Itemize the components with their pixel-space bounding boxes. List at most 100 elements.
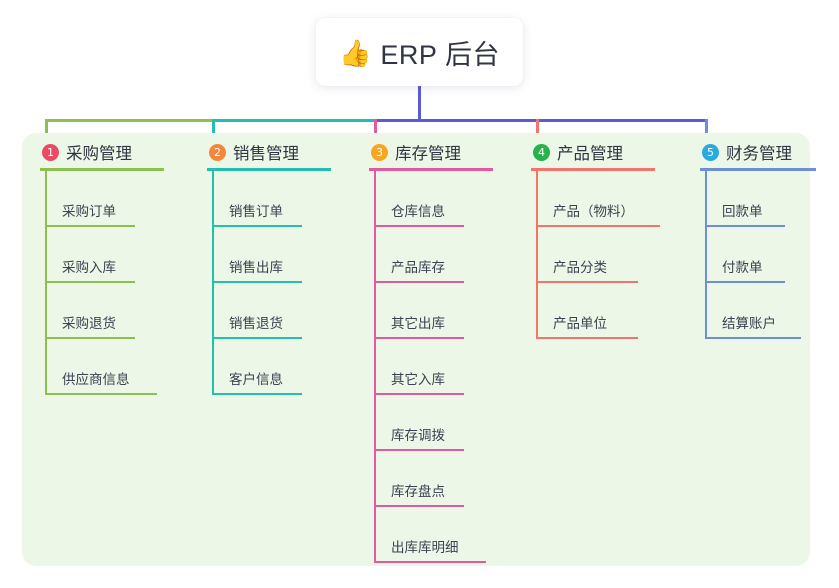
leaf-node-label: 其它出库: [391, 316, 445, 331]
leaf-node-label: 产品分类: [553, 260, 607, 275]
leaf-node-rule: [374, 393, 464, 395]
leaf-node[interactable]: 产品分类: [531, 227, 655, 283]
branch-panel: 1 采购管理采购订单采购入库采购退货供应商信息 2 销售管理销售订单销售出库销售退货客…: [22, 133, 816, 566]
branch-column: 5 财务管理回款单付款单结算账户: [700, 133, 816, 339]
root-trunk-connector: [418, 86, 421, 122]
branch-column: 1 采购管理采购订单采购入库采购退货供应商信息: [40, 133, 164, 395]
branch-title: 采购管理: [66, 145, 132, 163]
branch-header-rule: [207, 168, 331, 171]
leaf-node[interactable]: 其它出库: [369, 283, 493, 339]
bus-segment: [212, 119, 377, 122]
branch-spine: [45, 171, 47, 395]
leaf-node-rule: [45, 225, 135, 227]
leaf-node[interactable]: 库存调拨: [369, 395, 493, 451]
leaf-node-rule: [45, 393, 157, 395]
leaf-node[interactable]: 仓库信息: [369, 171, 493, 227]
leaf-node-label: 采购退货: [62, 316, 116, 331]
branch-index-badge: 5: [702, 143, 719, 161]
leaf-node[interactable]: 采购退货: [40, 283, 164, 339]
leaf-node[interactable]: 产品（物料）: [531, 171, 660, 227]
branch-items: 仓库信息产品库存其它出库其它入库库存调拨库存盘点出库库明细: [369, 171, 493, 563]
branch-spine: [536, 171, 538, 339]
branch-index-badge: 3: [371, 143, 388, 161]
leaf-node-label: 客户信息: [229, 372, 283, 387]
leaf-node-rule: [212, 281, 302, 283]
leaf-node-rule: [705, 337, 801, 339]
leaf-node-rule: [536, 225, 660, 227]
leaf-node-rule: [705, 225, 785, 227]
branch-header[interactable]: 4 产品管理: [531, 133, 655, 171]
branch-items: 产品（物料） 产品分类产品单位: [531, 171, 660, 339]
bus-segment: [45, 119, 215, 122]
leaf-node[interactable]: 库存盘点: [369, 451, 493, 507]
leaf-node-label: 供应商信息: [62, 372, 130, 387]
leaf-node[interactable]: 出库库明细: [369, 507, 493, 563]
branch-header-rule: [531, 168, 655, 171]
leaf-node-label: 产品（物料）: [553, 204, 634, 219]
branch-title: 库存管理: [395, 145, 461, 163]
leaf-node-rule: [212, 393, 302, 395]
branch-title: 财务管理: [726, 145, 792, 163]
root-node-title: ERP 后台: [380, 39, 500, 70]
branch-column: 2 销售管理销售订单销售出库销售退货客户信息: [207, 133, 331, 395]
leaf-node-label: 仓库信息: [391, 204, 445, 219]
leaf-node-label: 出库库明细: [391, 540, 459, 555]
bus-segment: [536, 119, 708, 122]
branch-title: 产品管理: [557, 145, 623, 163]
branch-spine: [374, 171, 376, 563]
branch-column: 4 产品管理产品（物料） 产品分类产品单位: [531, 133, 660, 339]
leaf-node[interactable]: 付款单: [700, 227, 816, 283]
leaf-node-rule: [536, 337, 638, 339]
leaf-node-rule: [536, 281, 638, 283]
leaf-node-rule: [374, 225, 464, 227]
leaf-node-rule: [374, 505, 464, 507]
branch-title: 销售管理: [233, 145, 299, 163]
leaf-node-label: 库存调拨: [391, 428, 445, 443]
thumbs-up-icon: 👍: [339, 38, 372, 68]
branch-header[interactable]: 2 销售管理: [207, 133, 331, 171]
leaf-node[interactable]: 采购订单: [40, 171, 164, 227]
branch-header[interactable]: 3 库存管理: [369, 133, 493, 171]
branch-header-rule: [369, 168, 493, 171]
branch-items: 销售订单销售出库销售退货客户信息: [207, 171, 331, 395]
leaf-node-label: 产品单位: [553, 316, 607, 331]
leaf-node-label: 其它入库: [391, 372, 445, 387]
bus-segment: [374, 119, 539, 122]
leaf-node-label: 付款单: [722, 260, 763, 275]
branch-index-badge: 2: [209, 143, 226, 161]
leaf-node[interactable]: 供应商信息: [40, 339, 164, 395]
leaf-node[interactable]: 回款单: [700, 171, 816, 227]
branch-header[interactable]: 5 财务管理: [700, 133, 816, 171]
leaf-node[interactable]: 结算账户: [700, 283, 816, 339]
leaf-node-rule: [212, 225, 302, 227]
leaf-node-label: 回款单: [722, 204, 763, 219]
leaf-node-label: 销售退货: [229, 316, 283, 331]
leaf-node-label: 产品库存: [391, 260, 445, 275]
leaf-node-rule: [705, 281, 785, 283]
root-node-card[interactable]: 👍 ERP 后台: [316, 18, 523, 86]
leaf-node[interactable]: 产品库存: [369, 227, 493, 283]
branch-items: 采购订单采购入库采购退货供应商信息: [40, 171, 164, 395]
leaf-node-label: 销售出库: [229, 260, 283, 275]
leaf-node[interactable]: 销售订单: [207, 171, 331, 227]
leaf-node[interactable]: 其它入库: [369, 339, 493, 395]
branch-column: 3 库存管理仓库信息产品库存其它出库其它入库库存调拨库存盘点出库库明细: [369, 133, 493, 563]
branch-spine: [705, 171, 707, 339]
branch-index-badge: 1: [42, 143, 59, 161]
branch-index-badge: 4: [533, 143, 550, 161]
leaf-node[interactable]: 采购入库: [40, 227, 164, 283]
branch-header[interactable]: 1 采购管理: [40, 133, 164, 171]
leaf-node-rule: [374, 449, 464, 451]
leaf-node-rule: [374, 281, 464, 283]
leaf-node-label: 采购订单: [62, 204, 116, 219]
leaf-node[interactable]: 销售出库: [207, 227, 331, 283]
leaf-node[interactable]: 客户信息: [207, 339, 331, 395]
leaf-node-label: 采购入库: [62, 260, 116, 275]
leaf-node-rule: [45, 281, 135, 283]
leaf-node-rule: [374, 561, 486, 563]
leaf-node[interactable]: 销售退货: [207, 283, 331, 339]
leaf-node[interactable]: 产品单位: [531, 283, 655, 339]
branch-header-rule: [40, 168, 164, 171]
leaf-node-label: 结算账户: [722, 316, 776, 331]
